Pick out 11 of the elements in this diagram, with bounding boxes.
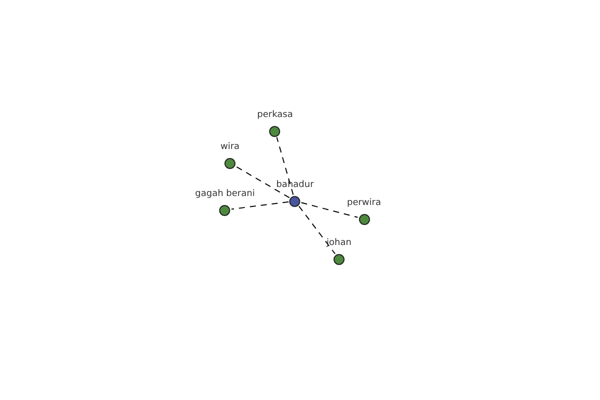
node-label: perwira xyxy=(346,198,382,208)
dashed-connector xyxy=(230,201,290,210)
node-label: perkasa xyxy=(257,110,293,120)
node-label: johan xyxy=(326,238,352,248)
dashed-connector xyxy=(276,136,294,196)
dashed-connector xyxy=(300,202,358,218)
dashed-connector xyxy=(235,166,290,198)
node-label: bahadur xyxy=(276,180,314,190)
node-label: wira xyxy=(220,142,240,152)
node-label: gagah berani xyxy=(195,188,255,200)
dashed-connector xyxy=(298,206,336,254)
